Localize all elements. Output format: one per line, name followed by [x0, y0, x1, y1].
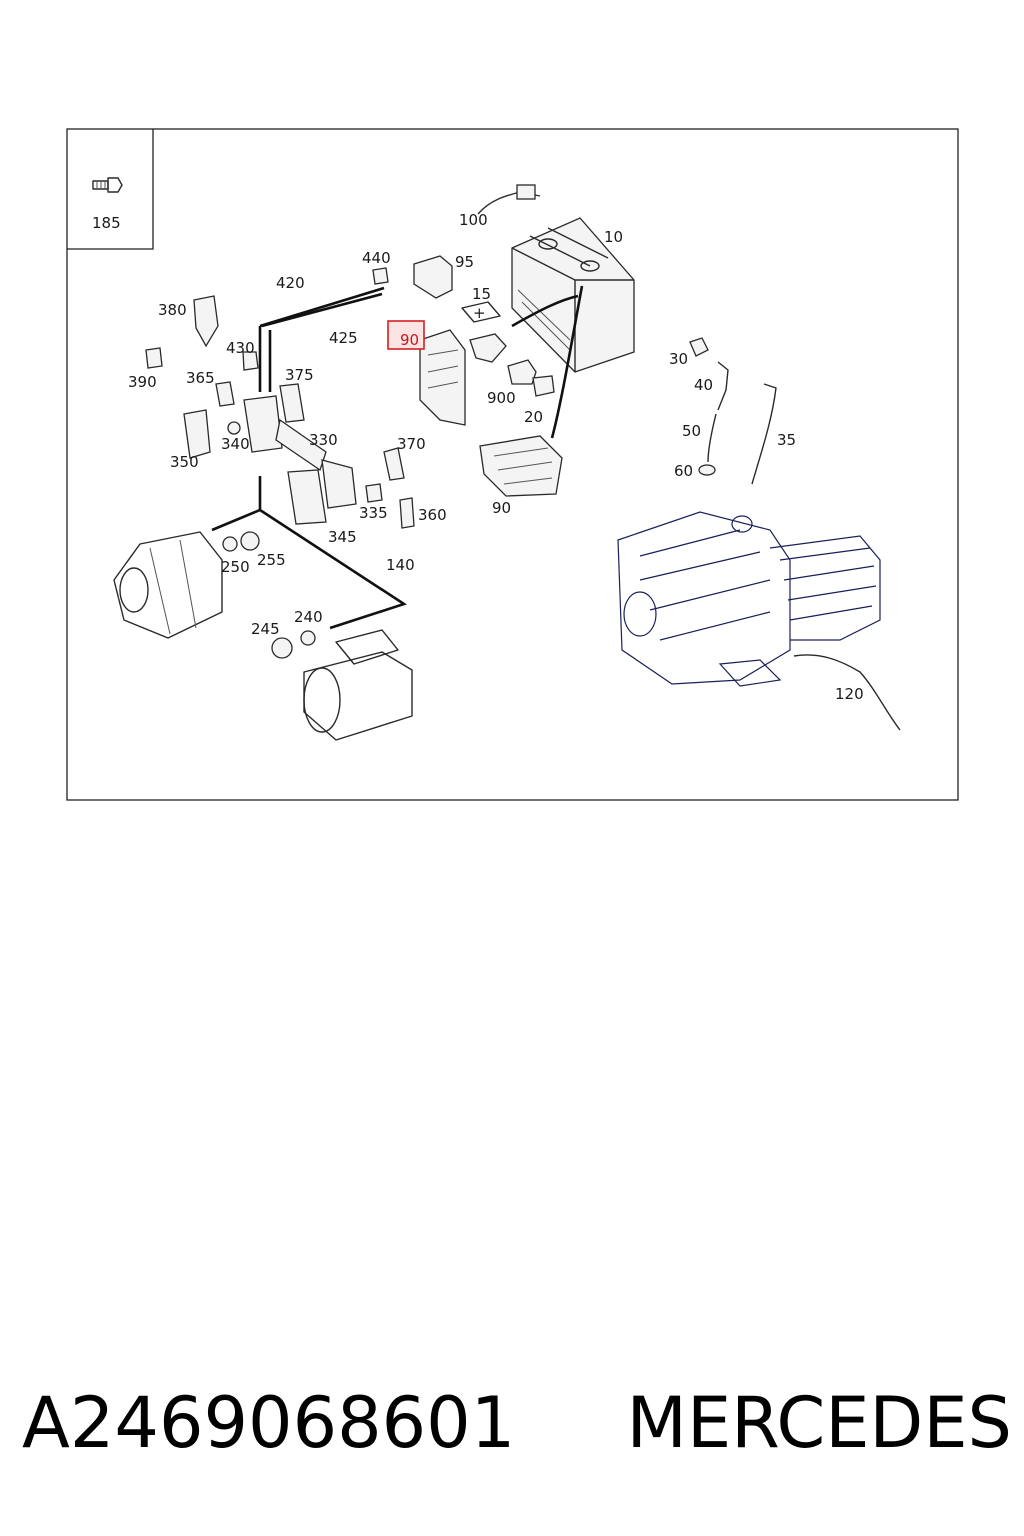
- label-420[interactable]: 420: [276, 274, 305, 292]
- arrow-leader-2: [550, 285, 584, 439]
- grommet-390: [145, 347, 163, 369]
- part-365: [215, 381, 235, 407]
- diagram-border: [66, 128, 959, 801]
- label-50[interactable]: 50: [682, 422, 701, 440]
- harness-330: [243, 395, 357, 509]
- grommet-60: [698, 464, 716, 476]
- label-900[interactable]: 900: [487, 389, 516, 407]
- nut-430: [242, 351, 259, 371]
- battery-drawing: [511, 217, 635, 373]
- label-425[interactable]: 425: [329, 329, 358, 347]
- label-245[interactable]: 245: [251, 620, 280, 638]
- label-350[interactable]: 350: [170, 453, 199, 471]
- label-40[interactable]: 40: [694, 376, 713, 394]
- label-20[interactable]: 20: [524, 408, 543, 426]
- label-240[interactable]: 240: [294, 608, 323, 626]
- part-20: [532, 375, 555, 397]
- highlighted-part-box[interactable]: [387, 320, 425, 350]
- label-330[interactable]: 330: [309, 431, 338, 449]
- cap-255: [240, 531, 260, 551]
- cable-100-clamp: [516, 184, 536, 200]
- label-360[interactable]: 360: [418, 506, 447, 524]
- parts-diagram: 185 +: [66, 128, 959, 801]
- fuse-box-90-bottom: [479, 435, 563, 497]
- label-15[interactable]: 15: [472, 285, 491, 303]
- nut-340: [227, 421, 241, 435]
- part-900: [507, 359, 537, 385]
- label-120[interactable]: 120: [835, 685, 864, 703]
- label-365[interactable]: 365: [186, 369, 215, 387]
- label-390[interactable]: 390: [128, 373, 157, 391]
- part-360: [399, 497, 415, 529]
- label-95[interactable]: 95: [455, 253, 474, 271]
- inset-border: [67, 129, 154, 250]
- nut-250: [222, 536, 238, 552]
- label-30[interactable]: 30: [669, 350, 688, 368]
- alternator-drawing: [113, 531, 223, 639]
- cable-120: [793, 654, 901, 731]
- label-35[interactable]: 35: [777, 431, 796, 449]
- caption: A2469068601 MERCEDES: [22, 1368, 1012, 1478]
- part-number: A2469068601: [22, 1382, 516, 1464]
- brand-name: MERCEDES: [626, 1382, 1012, 1464]
- diagram-svg: 185 +: [66, 128, 959, 801]
- label-335[interactable]: 335: [359, 504, 388, 522]
- label-60[interactable]: 60: [674, 462, 693, 480]
- pipe-40: [717, 361, 729, 411]
- bolt-30: [689, 337, 709, 357]
- cable-35: [751, 383, 777, 485]
- cover-95: [413, 255, 453, 299]
- highlighted-part-label: 90: [400, 331, 419, 349]
- label-10[interactable]: 10: [604, 228, 623, 246]
- engine-drawing: [617, 511, 881, 687]
- label-370[interactable]: 370: [397, 435, 426, 453]
- label-430[interactable]: 430: [226, 339, 255, 357]
- clip-380: [193, 295, 219, 348]
- bracket-375: [279, 383, 305, 423]
- svg-text:+: +: [473, 304, 486, 322]
- label-100[interactable]: 100: [459, 211, 488, 229]
- hose-50: [707, 413, 717, 463]
- label-250[interactable]: 250: [221, 558, 250, 576]
- bracket-350: [183, 409, 211, 459]
- cap-245: [271, 637, 293, 659]
- nut-240: [300, 630, 316, 646]
- bolt-icon: [92, 177, 123, 193]
- leader-420b: [261, 292, 383, 328]
- module-345: [287, 469, 327, 525]
- label-375[interactable]: 375: [285, 366, 314, 384]
- starter-drawing: [303, 629, 413, 741]
- inset-label: 185: [92, 214, 121, 232]
- label-90-bottom[interactable]: 90: [492, 499, 511, 517]
- label-340[interactable]: 340: [221, 435, 250, 453]
- leader-140: [211, 476, 407, 630]
- terminal-15: [461, 301, 501, 323]
- bolt-335: [365, 483, 383, 503]
- label-140[interactable]: 140: [386, 556, 415, 574]
- label-255[interactable]: 255: [257, 551, 286, 569]
- fuse-box-90-left: [419, 329, 507, 426]
- part-labels: 100 10 440 95 420 15 425 380 430 390 365…: [128, 211, 864, 703]
- arrow-leader-1: [511, 294, 579, 328]
- label-345[interactable]: 345: [328, 528, 357, 546]
- label-440[interactable]: 440: [362, 249, 391, 267]
- leader-420: [258, 286, 385, 392]
- label-380[interactable]: 380: [158, 301, 187, 319]
- clip-440: [372, 267, 389, 285]
- bracket-370: [383, 447, 405, 481]
